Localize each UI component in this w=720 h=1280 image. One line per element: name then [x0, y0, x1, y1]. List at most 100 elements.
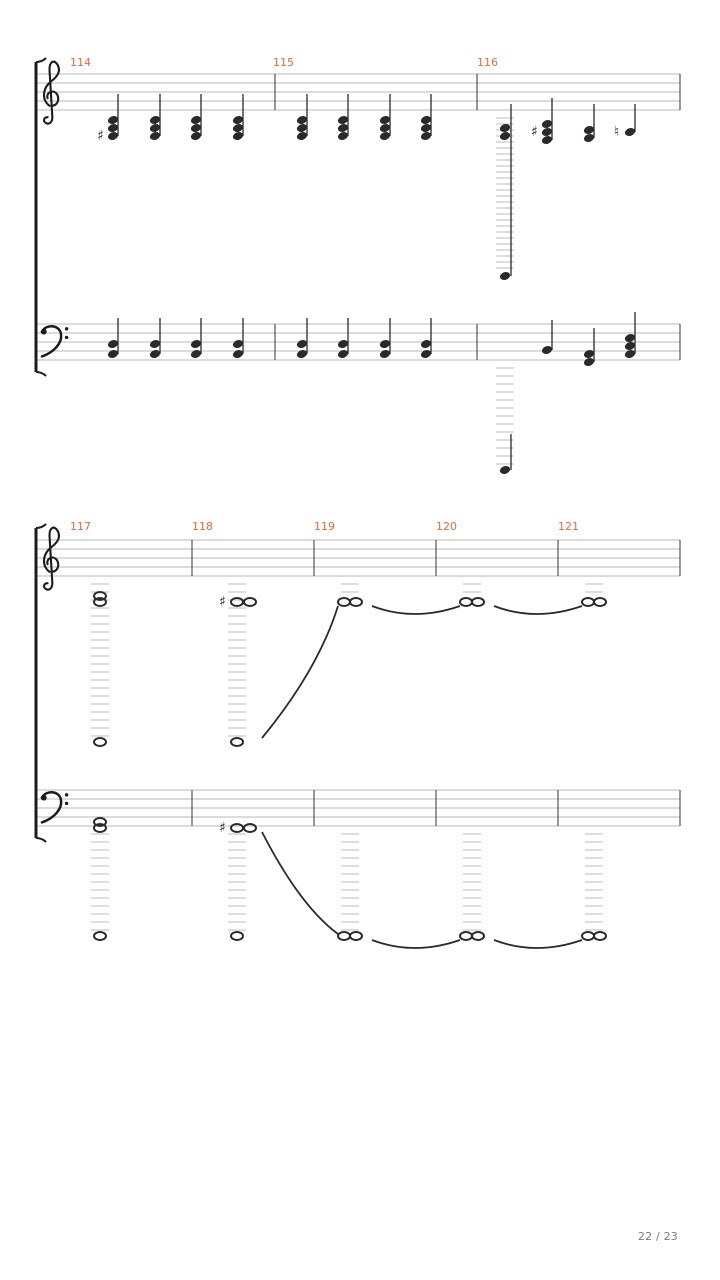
note-head [624, 342, 636, 350]
whole-note-head [243, 597, 257, 607]
note-head [499, 466, 511, 474]
note-head [296, 132, 308, 140]
notes-layer: ♯♯♮♯♯ [91, 94, 636, 949]
note-head [420, 124, 432, 132]
sharp-accidental: ♯ [531, 124, 538, 140]
natural-accidental: ♮ [614, 124, 619, 140]
whole-note-head [471, 931, 485, 941]
note-head [190, 340, 202, 348]
whole-note-head [230, 737, 244, 747]
whole-note-head [593, 597, 607, 607]
tie-curve [261, 831, 339, 935]
whole-note-head [230, 823, 244, 833]
note-head [499, 132, 511, 140]
tie-curve [493, 605, 583, 615]
note-head [541, 136, 553, 144]
measure-number: 116 [477, 56, 498, 69]
note-head [624, 350, 636, 358]
note-head [232, 116, 244, 124]
note-head [232, 350, 244, 358]
system-bracket-bottom [35, 371, 47, 377]
note-head [149, 350, 161, 358]
note-head [624, 128, 636, 136]
note-head [499, 124, 511, 132]
note-head [107, 132, 119, 140]
tie-curve [261, 605, 339, 739]
note-head [379, 124, 391, 132]
measure-number: 121 [558, 520, 579, 533]
note-head [541, 128, 553, 136]
note-head [296, 350, 308, 358]
bass-clef [39, 324, 70, 358]
note-head [296, 116, 308, 124]
measure-number: 120 [436, 520, 457, 533]
note-head [499, 272, 511, 280]
whole-note-head [230, 931, 244, 941]
note-head [107, 124, 119, 132]
note-head [337, 132, 349, 140]
note-head [379, 350, 391, 358]
note-head [232, 340, 244, 348]
note-head [149, 340, 161, 348]
system-bracket-bottom [35, 837, 47, 843]
whole-note-head [93, 591, 107, 601]
note-head [583, 134, 595, 142]
note-head [296, 340, 308, 348]
note-head [337, 350, 349, 358]
whole-note-head [349, 597, 363, 607]
note-head [420, 340, 432, 348]
sharp-accidental: ♯ [219, 594, 226, 610]
note-head [107, 340, 119, 348]
note-head [337, 124, 349, 132]
system-bracket-top [35, 523, 47, 529]
whole-note-head [243, 823, 257, 833]
note-head [583, 350, 595, 358]
note-head [190, 132, 202, 140]
note-head [337, 116, 349, 124]
whole-note-head [93, 737, 107, 747]
measure-number: 115 [273, 56, 294, 69]
whole-note-head [93, 597, 107, 607]
note-head [190, 124, 202, 132]
whole-note-head [337, 931, 351, 941]
tie-curve [493, 939, 583, 949]
note-head [149, 132, 161, 140]
note-head [420, 350, 432, 358]
note-head [379, 132, 391, 140]
whole-note-head [93, 817, 107, 827]
whole-note-head [349, 931, 363, 941]
note-head [583, 126, 595, 134]
whole-note-head [230, 597, 244, 607]
whole-note-head [581, 597, 595, 607]
note-head [107, 350, 119, 358]
note-head [541, 346, 553, 354]
measure-number: 117 [70, 520, 91, 533]
note-head [583, 358, 595, 366]
note-head [190, 350, 202, 358]
treble-clef [42, 526, 61, 591]
whole-note-head [459, 931, 473, 941]
tie-curve [371, 605, 461, 615]
staves-layer [34, 57, 681, 843]
note-head [420, 116, 432, 124]
whole-note-head [337, 597, 351, 607]
tie-curve [371, 939, 461, 949]
page-number: 22 / 23 [637, 1230, 678, 1243]
bass-clef [39, 790, 70, 824]
note-head [379, 116, 391, 124]
whole-note-head [93, 823, 107, 833]
whole-note-head [459, 597, 473, 607]
measure-number: 114 [70, 56, 91, 69]
measure-number: 118 [192, 520, 213, 533]
note-head [190, 116, 202, 124]
note-head [541, 120, 553, 128]
whole-note-head [581, 931, 595, 941]
note-head [107, 116, 119, 124]
sharp-accidental: ♯ [97, 128, 104, 144]
whole-note-head [593, 931, 607, 941]
note-head [232, 124, 244, 132]
note-head [420, 132, 432, 140]
whole-note-head [93, 931, 107, 941]
